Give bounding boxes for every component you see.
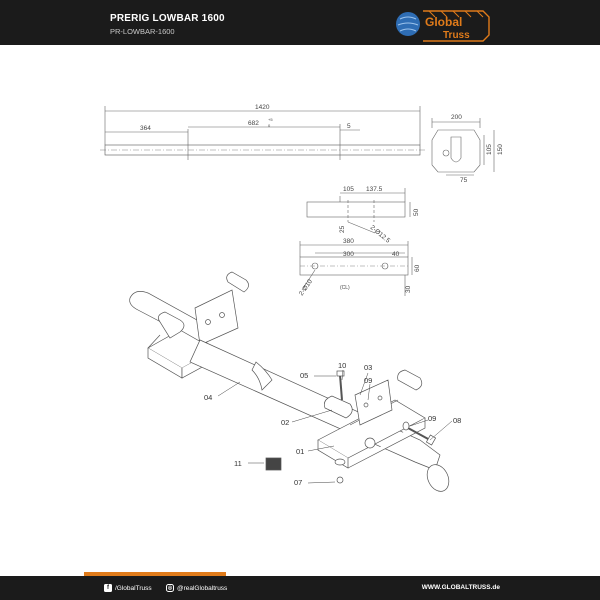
callout-03: 03	[364, 363, 372, 372]
page-subtitle: PR-LOWBAR-1600	[110, 27, 175, 36]
dim-75: 75	[460, 177, 468, 184]
callout-09-a: 09	[364, 376, 372, 385]
dim-bar-note: (CL)	[340, 285, 350, 291]
dim-364: 364	[140, 125, 151, 132]
instagram-icon: ◎	[166, 584, 174, 592]
technical-drawing: 1420 364 682 +5 0 5 200 105 150 75 105 1…	[100, 104, 504, 492]
footer-instagram-text: @realGlobaltruss	[177, 584, 228, 592]
plate-view	[306, 188, 411, 234]
footer-facebook-text: /GlobalTruss	[115, 584, 152, 592]
dim-bar-380: 380	[343, 238, 354, 245]
callout-09-b: 09	[428, 414, 436, 423]
dim-total-length: 1420	[255, 104, 270, 111]
part-callouts: 04 02 01 05 03 10 09 09 08 11 07	[204, 361, 461, 487]
dim-bar-30: 30	[405, 285, 412, 293]
footer-facebook-link[interactable]: f /GlobalTruss	[104, 584, 152, 592]
logo-text-global: Global	[425, 15, 462, 29]
callout-01: 01	[296, 447, 304, 456]
callout-04: 04	[204, 393, 212, 402]
end-view	[431, 118, 495, 176]
dim-bar-300: 300	[343, 251, 354, 258]
callout-08: 08	[453, 416, 461, 425]
callout-11: 11	[234, 459, 242, 468]
callout-02: 02	[281, 418, 289, 427]
dim-bar-60: 60	[414, 264, 421, 272]
dim-105: 105	[486, 144, 493, 155]
global-truss-logo: Global Truss	[396, 10, 490, 42]
dim-150: 150	[497, 144, 504, 155]
dim-5: 5	[347, 123, 351, 130]
header-bar	[0, 0, 600, 45]
footer-instagram-link[interactable]: ◎ @realGlobaltruss	[166, 584, 227, 592]
footer-website-link[interactable]: WWW.GLOBALTRUSS.de	[421, 584, 500, 591]
truss-frame-icon	[423, 10, 490, 42]
top-view	[100, 106, 425, 160]
dim-plate-137-5: 137.5	[366, 186, 383, 193]
dim-bar-40: 40	[392, 251, 400, 258]
callout-05: 05	[300, 371, 308, 380]
dim-plate-hole: 2-Ø12.5	[369, 224, 392, 245]
logo-text-truss: Truss	[443, 30, 470, 41]
footer-accent-bar	[84, 572, 226, 576]
bar-view	[299, 241, 413, 296]
dim-682-tol-plus: +5	[268, 117, 273, 122]
dim-682: 682	[248, 120, 259, 127]
dim-plate-25: 25	[339, 225, 346, 233]
facebook-icon: f	[104, 584, 112, 592]
footer-bar	[0, 576, 600, 600]
dim-plate-105: 105	[343, 186, 354, 193]
dim-682-tol-zero: 0	[268, 123, 271, 128]
assembly-view	[129, 271, 450, 492]
dim-200: 200	[451, 114, 462, 121]
dim-plate-50: 50	[413, 208, 420, 216]
callout-07: 07	[294, 478, 302, 487]
page-title: PRERIG LOWBAR 1600	[110, 13, 225, 24]
dim-bar-hole: 2-Ø10	[298, 278, 314, 297]
callout-10: 10	[338, 361, 346, 370]
